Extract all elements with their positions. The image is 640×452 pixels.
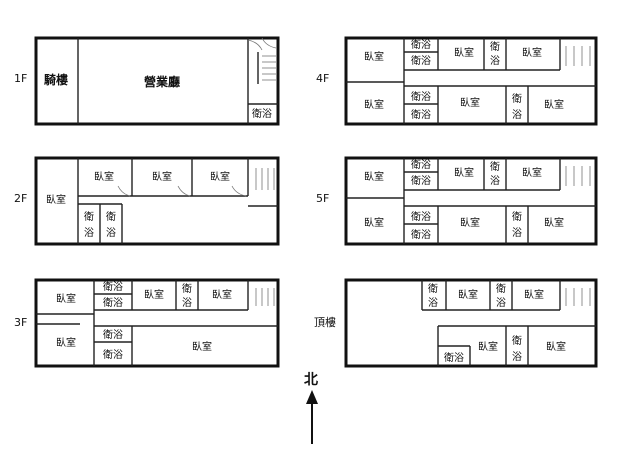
room-label: 衛浴	[411, 174, 431, 187]
room-label: 衛	[182, 282, 192, 295]
room-label: 衛浴	[444, 351, 464, 364]
room-label: 臥室	[478, 340, 498, 353]
room-label: 臥室	[152, 170, 172, 183]
room-label: 衛浴	[411, 108, 431, 121]
room-label: 衛浴	[103, 280, 123, 293]
room-label: 衛浴	[411, 54, 431, 67]
floor-plan-roof: 頂樓 衛 浴 臥室 衛 浴 臥室 衛浴 臥室 衛 浴 臥室	[314, 278, 598, 368]
room-label: 衛	[512, 334, 522, 347]
room-label: 衛	[428, 282, 438, 295]
room-label: 臥室	[46, 193, 66, 206]
room-label: 衛	[490, 40, 500, 53]
room-label: 臥室	[460, 96, 480, 109]
room-label: 衛浴	[411, 90, 431, 103]
floor-label-1f: 1F	[14, 72, 27, 85]
room-label: 衛浴	[103, 328, 123, 341]
room-label: 臥室	[364, 170, 384, 183]
room-label: 臥室	[144, 288, 164, 301]
room-label: 臥室	[460, 216, 480, 229]
floor-plan-2f: 2F 臥室 臥室 臥室 臥室 衛 浴 衛 浴	[14, 156, 280, 246]
room-label: 臥室	[544, 216, 564, 229]
floor-label-2f: 2F	[14, 192, 27, 205]
room-label: 衛浴	[411, 210, 431, 223]
room-label: 衛	[490, 160, 500, 173]
room-label: 浴	[490, 175, 500, 187]
floor-label-5f: 5F	[316, 192, 329, 205]
north-arrow-icon	[306, 390, 318, 404]
floor-plan-3f: 3F 臥室 衛浴 衛浴 臥室 衛 浴 臥室 臥室 衛浴 衛浴 臥室	[14, 278, 280, 368]
room-label: 浴	[106, 227, 116, 239]
room-label: 衛浴	[103, 296, 123, 309]
room-label: 臥室	[94, 170, 114, 183]
room-label: 衛	[84, 210, 94, 223]
floor-plan-1f: 1F 騎樓 營業廳 衛浴	[14, 36, 280, 126]
room-label: 浴	[512, 109, 522, 121]
floor-label-3f: 3F	[14, 316, 27, 329]
room-label: 浴	[496, 297, 506, 309]
room-label: 浴	[428, 297, 438, 309]
room-label: 浴	[84, 227, 94, 239]
room-label: 臥室	[522, 46, 542, 59]
floor-label-roof: 頂樓	[314, 315, 336, 329]
room-label: 臥室	[454, 166, 474, 179]
room-label: 衛	[106, 210, 116, 223]
floor-plan-5f: 5F 臥室 衛浴 衛浴 臥室 衛 浴 臥室 臥室 衛浴 衛浴 臥室 衛 浴 臥室	[316, 156, 598, 246]
room-label: 浴	[512, 351, 522, 363]
room-label: 臥室	[56, 292, 76, 305]
room-label: 衛	[512, 92, 522, 105]
room-label: 浴	[512, 227, 522, 239]
room-label: 臥室	[364, 50, 384, 63]
room-label: 臥室	[546, 340, 566, 353]
room-label: 臥室	[364, 216, 384, 229]
room-label: 臥室	[210, 170, 230, 183]
room-label: 衛浴	[411, 38, 431, 51]
room-label: 臥室	[522, 166, 542, 179]
room-label: 衛浴	[103, 348, 123, 361]
room-label: 臥室	[458, 288, 478, 301]
north-compass: 北	[304, 372, 318, 444]
room-label: 浴	[490, 55, 500, 67]
floor-label-4f: 4F	[316, 72, 329, 85]
room-label: 衛	[496, 282, 506, 295]
room-label: 臥室	[544, 98, 564, 111]
compass-north-label: 北	[304, 372, 318, 388]
room-label: 臥室	[192, 340, 212, 353]
room-label: 臥室	[212, 288, 232, 301]
room-label: 衛浴	[252, 107, 272, 120]
room-label: 衛	[512, 210, 522, 223]
room-label: 臥室	[524, 288, 544, 301]
room-label: 衛浴	[411, 158, 431, 171]
floor-plan-4f: 4F 臥室 衛浴 衛浴 臥室 衛 浴 臥室 臥室 衛浴 衛浴 臥室 衛 浴 臥室	[316, 36, 598, 126]
room-label: 浴	[182, 297, 192, 309]
room-label: 臥室	[364, 98, 384, 111]
room-label: 臥室	[454, 46, 474, 59]
room-label: 營業廳	[144, 74, 180, 89]
room-label: 臥室	[56, 336, 76, 349]
room-label: 衛浴	[411, 228, 431, 241]
room-label: 騎樓	[44, 72, 68, 87]
